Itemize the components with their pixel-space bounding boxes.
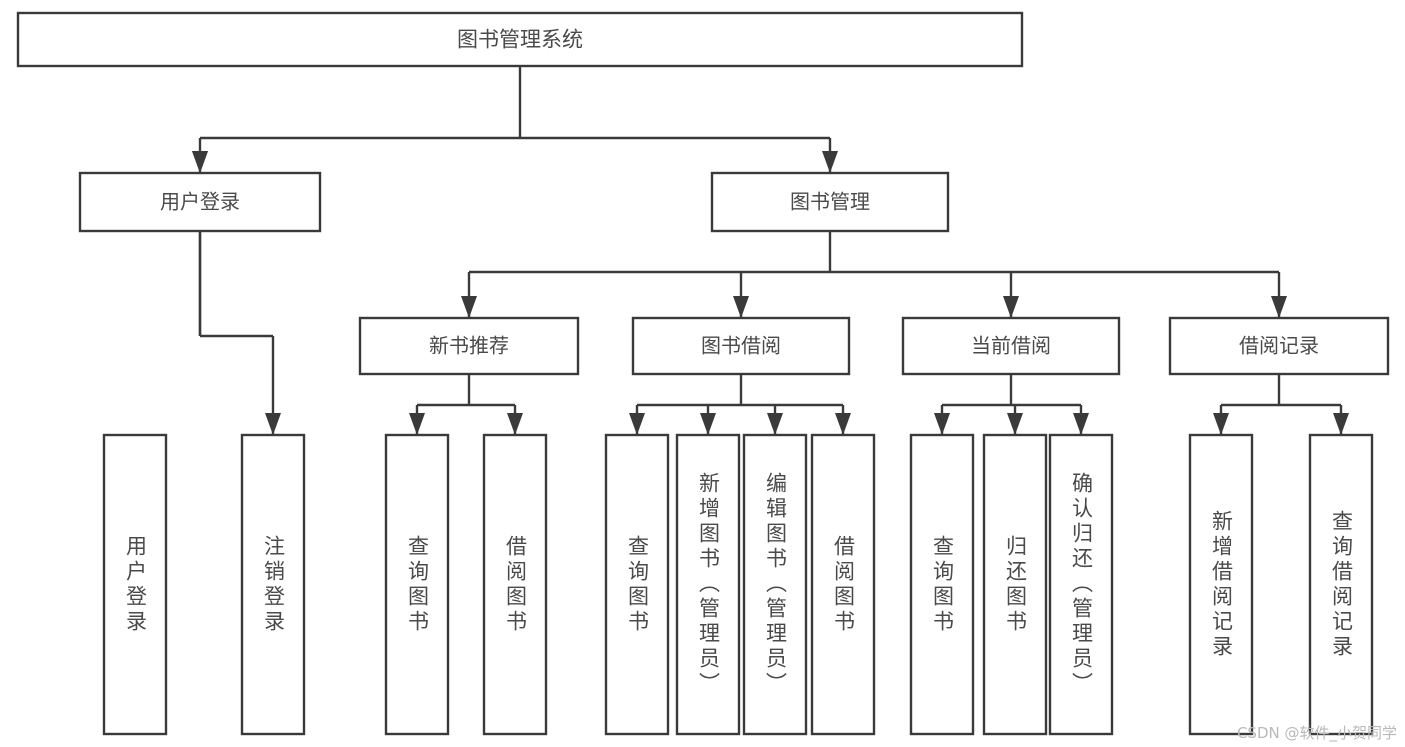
node-归还图书-box[interactable] bbox=[982, 433, 1048, 736]
node-确认归还管理员-box[interactable] bbox=[1048, 433, 1114, 736]
node-查询图书-box[interactable] bbox=[604, 433, 670, 736]
node-图书借阅-label: 图书借阅 bbox=[701, 334, 781, 358]
node-用户登录-label: 用户登录 bbox=[160, 190, 240, 214]
arrow-node-图书管理-to-node-借阅记录 bbox=[1271, 296, 1287, 318]
arrow-node-借阅记录-to-node-查询借阅记录 bbox=[1333, 413, 1349, 435]
arrow-node-新书推荐-to-node-查询图书 bbox=[409, 413, 425, 435]
arrow-node-图书借阅-to-node-借阅图书 bbox=[835, 413, 851, 435]
node-查询图书-box[interactable] bbox=[384, 433, 450, 736]
node-借阅图书-box[interactable] bbox=[482, 433, 548, 736]
node-图书管理-box[interactable] bbox=[710, 171, 950, 233]
node-新书推荐-box[interactable] bbox=[358, 316, 580, 376]
arrow-node-图书管理-to-node-当前借阅 bbox=[1003, 296, 1019, 318]
arrow-node-用户登录-to-node-注销登录 bbox=[265, 413, 281, 435]
watermark-text: CSDN @软件_小贺同学 bbox=[1236, 724, 1397, 742]
arrow-node-图书借阅-to-node-编辑图书管理员 bbox=[767, 413, 783, 435]
node-新增借阅记录-box[interactable] bbox=[1188, 433, 1254, 736]
arrow-node-当前借阅-to-node-查询图书 bbox=[934, 413, 950, 435]
node-用户登录-box[interactable] bbox=[102, 433, 168, 736]
node-当前借阅-box[interactable] bbox=[901, 316, 1121, 376]
node-图书管理-label: 图书管理 bbox=[790, 190, 870, 214]
node-图书管理系统-box[interactable] bbox=[16, 11, 1024, 68]
node-新书推荐-label: 新书推荐 bbox=[429, 334, 509, 358]
node-注销登录-box[interactable] bbox=[240, 433, 306, 736]
node-编辑图书管理员-box[interactable] bbox=[742, 433, 808, 736]
arrow-node-图书管理-to-node-新书推荐 bbox=[461, 296, 477, 318]
node-查询图书-box[interactable] bbox=[909, 433, 975, 736]
arrow-node-图书管理系统-to-node-图书管理 bbox=[822, 151, 838, 173]
arrow-node-图书借阅-to-node-查询图书 bbox=[629, 413, 645, 435]
node-图书管理系统-label: 图书管理系统 bbox=[457, 28, 583, 52]
node-查询借阅记录-box[interactable] bbox=[1308, 433, 1374, 736]
arrow-node-图书管理-to-node-图书借阅 bbox=[733, 296, 749, 318]
connector-layer bbox=[192, 66, 1349, 435]
node-借阅记录-label: 借阅记录 bbox=[1239, 334, 1319, 358]
node-当前借阅-label: 当前借阅 bbox=[971, 334, 1051, 358]
box-layer bbox=[16, 11, 1390, 736]
node-新增图书管理员-box[interactable] bbox=[675, 433, 741, 736]
arrow-node-当前借阅-to-node-确认归还管理员 bbox=[1073, 413, 1089, 435]
node-用户登录-box[interactable] bbox=[78, 171, 322, 233]
arrow-node-借阅记录-to-node-新增借阅记录 bbox=[1213, 413, 1229, 435]
arrow-node-用户登录-to-node-用户登录 bbox=[192, 151, 208, 173]
node-借阅记录-box[interactable] bbox=[1168, 316, 1390, 376]
arrow-node-新书推荐-to-node-借阅图书 bbox=[507, 413, 523, 435]
node-借阅图书-box[interactable] bbox=[810, 433, 876, 736]
arrow-node-图书借阅-to-node-新增图书管理员 bbox=[700, 413, 716, 435]
arrow-node-当前借阅-to-node-归还图书 bbox=[1007, 413, 1023, 435]
node-图书借阅-box[interactable] bbox=[631, 316, 851, 376]
